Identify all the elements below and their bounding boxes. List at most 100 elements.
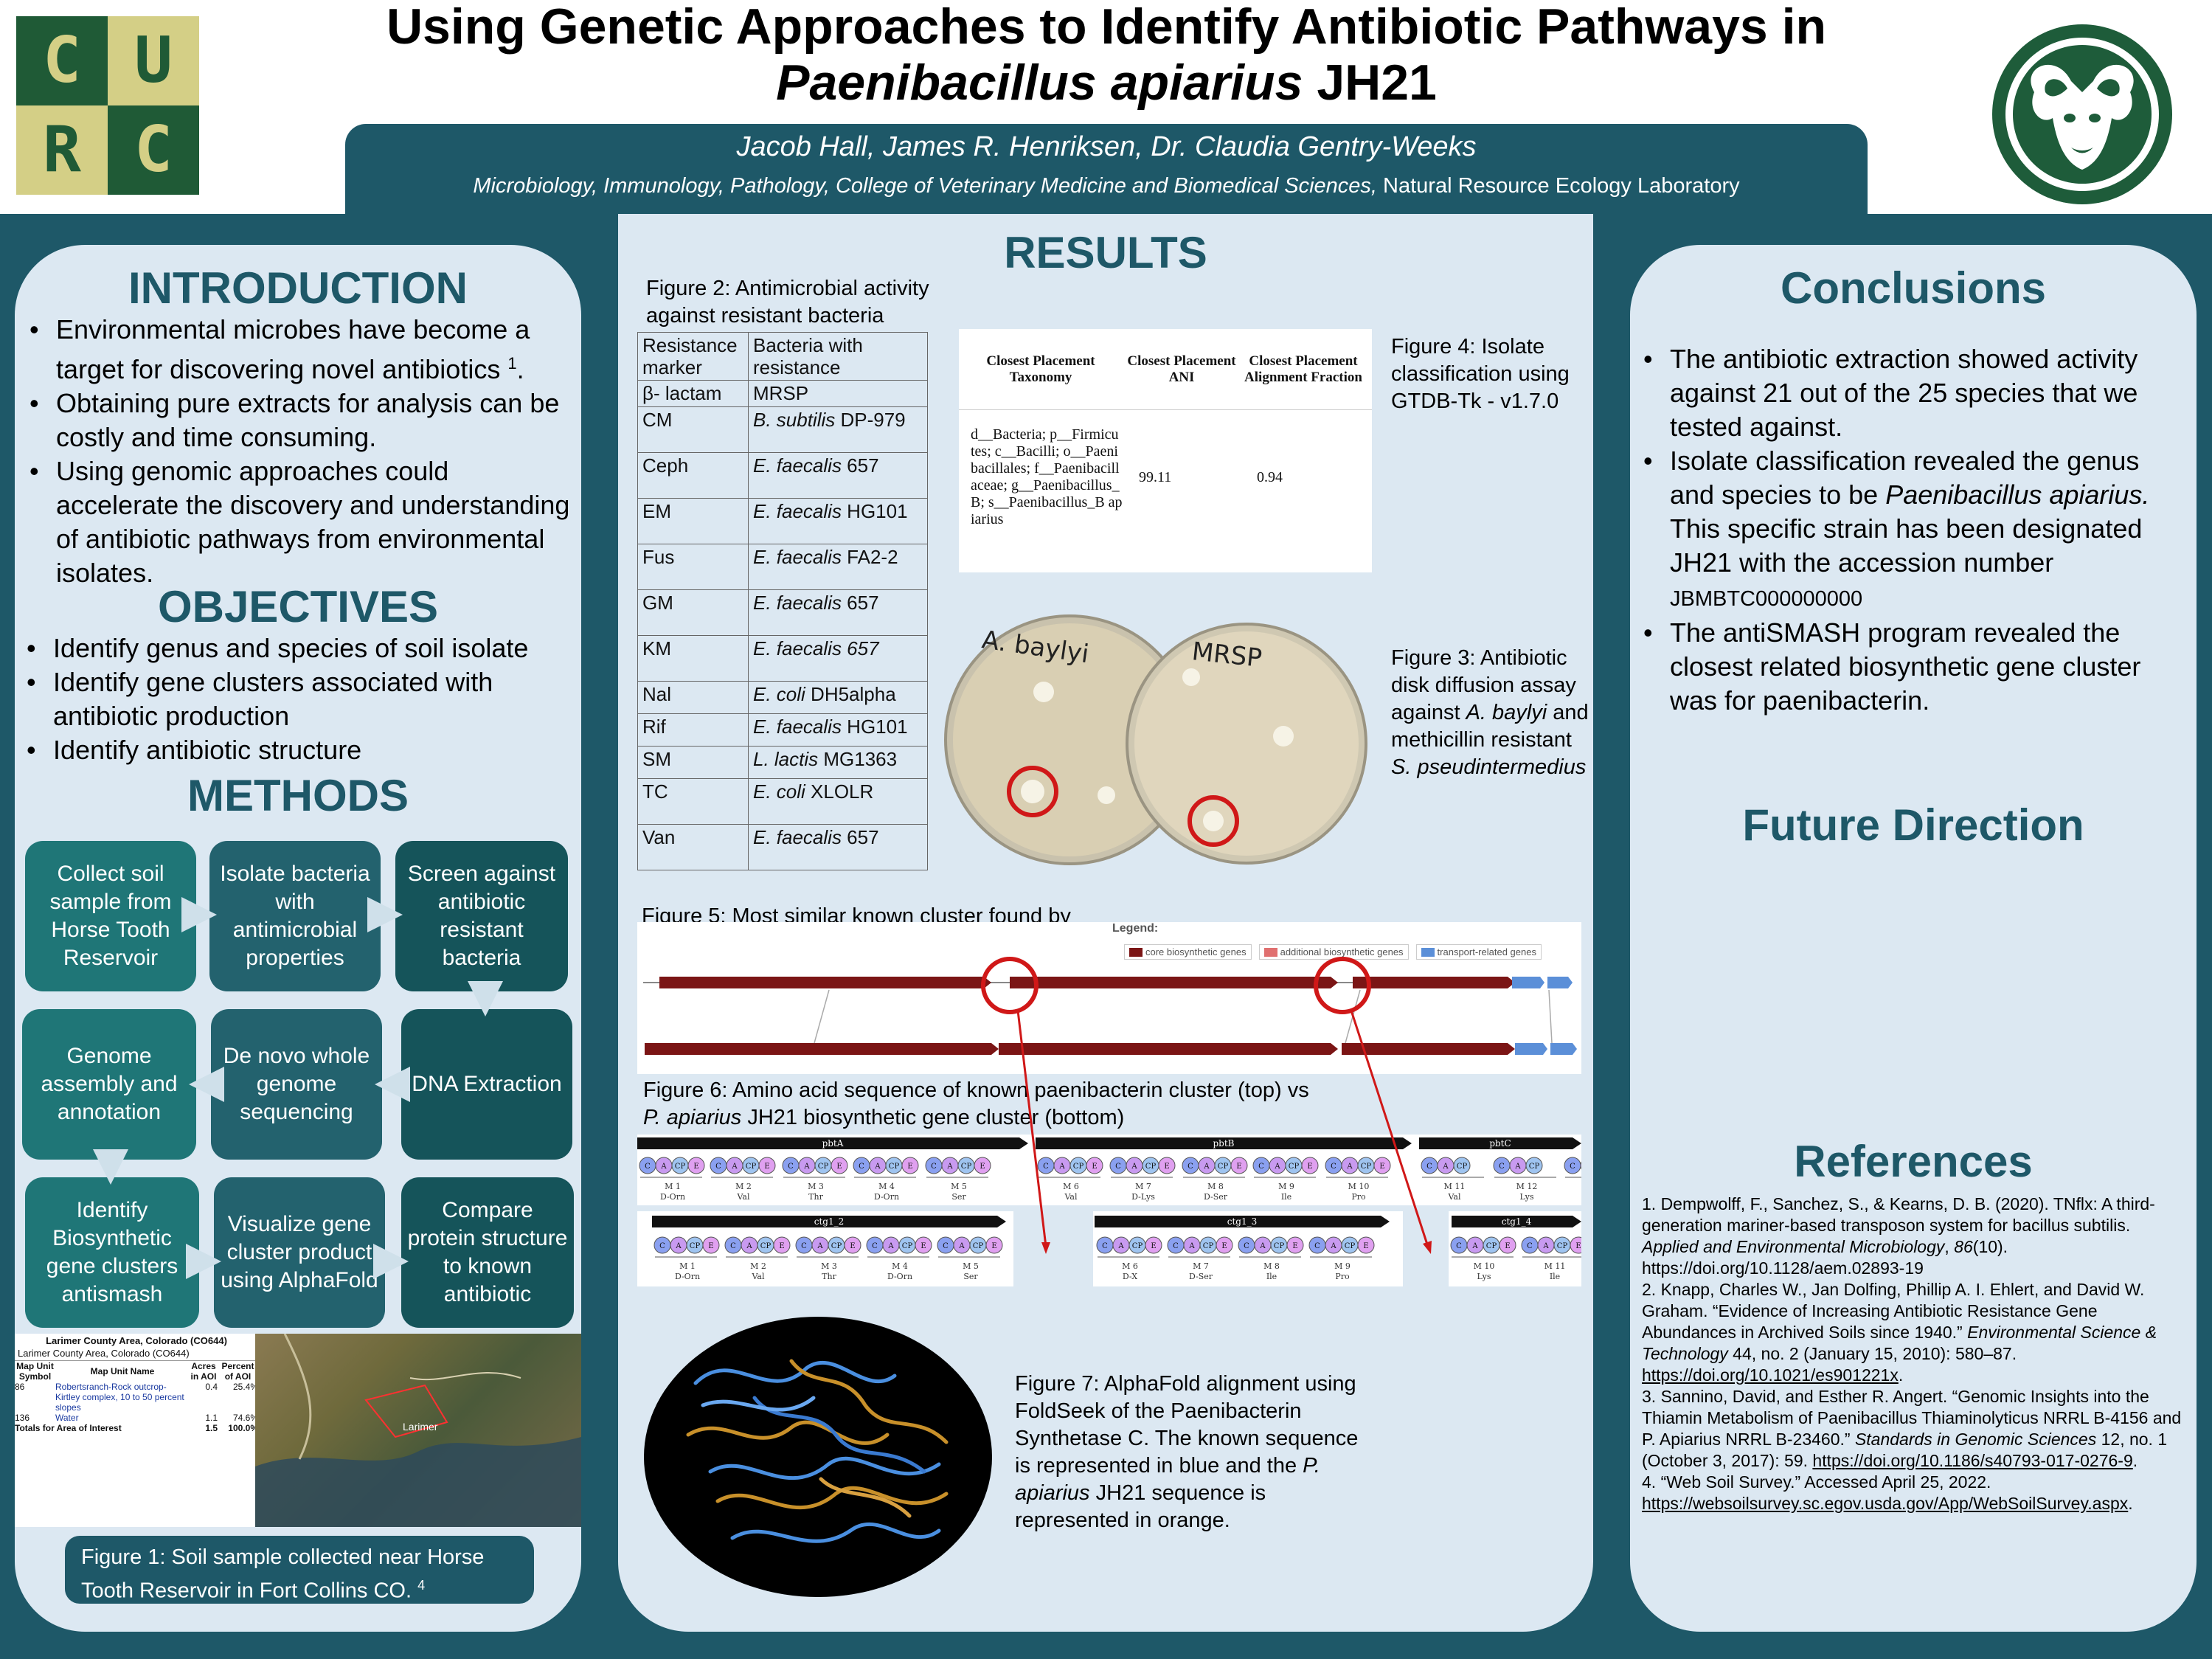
domain-letter: C <box>1314 1242 1320 1250</box>
module-number: M 1 <box>665 1182 681 1191</box>
soil-cell: 86 <box>15 1382 25 1392</box>
resistant-bacteria: E. faecalis 657 <box>748 589 928 636</box>
introduction-heading: INTRODUCTION <box>128 263 468 313</box>
soil-total-cell: 100.0% <box>228 1423 258 1433</box>
module-number: M 9 <box>1278 1182 1294 1191</box>
logo-letter: C <box>108 105 199 195</box>
soil-table-title: Larimer County Area, Colorado (CO644) <box>46 1335 227 1346</box>
domain-circle <box>831 1157 848 1174</box>
domain-letter: A <box>1442 1163 1449 1171</box>
intro-period: . <box>516 354 524 384</box>
figure1-caption-text: Figure 1: Soil sample collected near Hor… <box>81 1545 485 1603</box>
domain-circle <box>901 1157 919 1174</box>
domain-circle <box>1286 1236 1304 1254</box>
module-number: M 8 <box>1207 1182 1224 1191</box>
module-residue: Lys <box>1477 1272 1491 1281</box>
module-residue: D-Lys <box>1131 1192 1155 1202</box>
domain-letter: C <box>1499 1163 1505 1171</box>
conclusion-text: This specific strain has been designated… <box>1670 513 2143 578</box>
domain-letter: C <box>1456 1242 1462 1250</box>
conclusion-text: Isolate classification revealed the genu… <box>1670 446 2140 510</box>
ref-link[interactable]: https://doi.org/10.1186/s40793-017-0276-… <box>1812 1451 2133 1470</box>
bacteria-strain: HG101 <box>841 500 908 522</box>
domain-letter: CP <box>1361 1163 1372 1171</box>
domain-letter: C <box>645 1163 651 1171</box>
soil-total-label: Totals for Area of Interest <box>15 1423 122 1433</box>
fig6-species: P. apiarius <box>643 1106 742 1129</box>
gene-name: ctg1_2 <box>814 1216 845 1227</box>
domain-letter: CP <box>1218 1163 1229 1171</box>
poster-title-line1: Using Genetic Approaches to Identify Ant… <box>386 0 1827 55</box>
soil-col-header: Map Unit Symbol <box>16 1361 54 1382</box>
resistance-marker: Ceph <box>637 452 749 499</box>
domain-letter: C <box>715 1163 721 1171</box>
title-species: Paenibacillus apiarius <box>776 55 1303 111</box>
domain-letter: E <box>708 1242 713 1250</box>
soil-cell-link[interactable]: Robertsranch-Rock outcrop-Kirtley comple… <box>55 1382 184 1413</box>
ref-text: 2. Knapp, Charles W., Jan Dolfing, Phill… <box>1642 1280 2145 1342</box>
domain-letter: A <box>1131 1163 1137 1171</box>
resistant-bacteria: B. subtilis DP-979 <box>748 406 928 453</box>
gene-arrow <box>1095 1216 1390 1227</box>
domain-letter: A <box>731 1163 738 1171</box>
conclusion-bullet: The antibiotic extraction showed activit… <box>1639 342 2185 444</box>
module-residue: Ile <box>1266 1272 1277 1281</box>
domain-letter: A <box>1117 1242 1124 1250</box>
ref-link[interactable]: https://doi.org/10.1021/es901221x <box>1642 1365 1899 1385</box>
intro-bullet: Obtaining pure extracts for analysis can… <box>25 387 571 454</box>
domain-letter: E <box>1151 1242 1156 1250</box>
bacteria-strain: HG101 <box>841 716 908 738</box>
method-step-assembly: Genome assembly and annotation <box>22 1009 196 1160</box>
legend-label: core biosynthetic genes <box>1145 946 1247 957</box>
legend-item: transport-related genes <box>1415 944 1542 960</box>
logo-letter: R <box>16 105 108 195</box>
resistance-marker: CM <box>637 406 749 453</box>
affiliation-lab: Natural Resource Ecology Laboratory <box>1376 174 1740 198</box>
module-number: M 3 <box>821 1261 837 1271</box>
module-residue: D-Orn <box>660 1192 685 1202</box>
domain-letter: CP <box>831 1242 842 1250</box>
legend-swatch <box>1421 947 1435 957</box>
bacteria-strain: 657 <box>841 826 879 848</box>
title-strain: JH21 <box>1303 55 1437 111</box>
domain-letter: CP <box>1529 1163 1540 1171</box>
method-step-sequencing: De novo whole genome sequencing <box>211 1009 382 1160</box>
module-residue: Thr <box>822 1272 836 1281</box>
gene-arrow <box>637 1137 1028 1149</box>
domain-letter: CP <box>961 1163 972 1171</box>
domain-letter: CP <box>1557 1242 1568 1250</box>
legend-label: transport-related genes <box>1437 946 1536 957</box>
domain-letter: E <box>850 1242 855 1250</box>
resistant-bacteria: L. lactis MG1363 <box>748 746 928 779</box>
domain-letter: CP <box>1274 1242 1285 1250</box>
bacteria-species: E. coli <box>753 780 805 803</box>
method-step-visualize: Visualize gene cluster product using Alp… <box>214 1177 385 1328</box>
figure6-caption: Figure 6: Amino acid sequence of known p… <box>643 1077 1322 1132</box>
csu-ram-logo <box>1990 22 2174 207</box>
fig3-text: Figure 3: Antibiotic disk diffusion assa… <box>1391 646 1576 724</box>
resistance-marker: KM <box>637 635 749 682</box>
module-number: M 6 <box>1122 1261 1138 1271</box>
methods-heading: METHODS <box>187 771 409 820</box>
soil-cell-link[interactable]: Water <box>55 1413 79 1423</box>
module-residue: Val <box>751 1272 764 1281</box>
legend-title: Legend: <box>1112 922 1159 935</box>
domain-letter: A <box>1259 1242 1266 1250</box>
legend-label: additional biosynthetic genes <box>1280 946 1404 957</box>
gtdb-col-header: Closest Placement Alignment Fraction <box>1244 353 1362 385</box>
domain-letter: E <box>693 1163 698 1171</box>
conclusions-list: The antibiotic extraction showed activit… <box>1639 342 2185 718</box>
legend-item: core biosynthetic genes <box>1124 944 1252 960</box>
module-residue: D-Orn <box>887 1272 912 1281</box>
module-number: M 4 <box>892 1261 908 1271</box>
domain-letter: CP <box>1345 1242 1356 1250</box>
fig7-text: JH21 sequence is represented in orange. <box>1015 1481 1266 1532</box>
domain-letter: A <box>1514 1163 1521 1171</box>
petri-plates-photo: A. baylyi MRSP <box>937 603 1379 869</box>
intro-text: Environmental microbes have become a tar… <box>56 314 530 384</box>
gtdb-taxonomy: d__Bacteria; p__Firmicutes; c__Bacilli; … <box>971 426 1123 527</box>
ref-link[interactable]: https://websoilsurvey.sc.egov.usda.gov/A… <box>1642 1494 2129 1513</box>
module-residue: D-Ser <box>1204 1192 1228 1202</box>
